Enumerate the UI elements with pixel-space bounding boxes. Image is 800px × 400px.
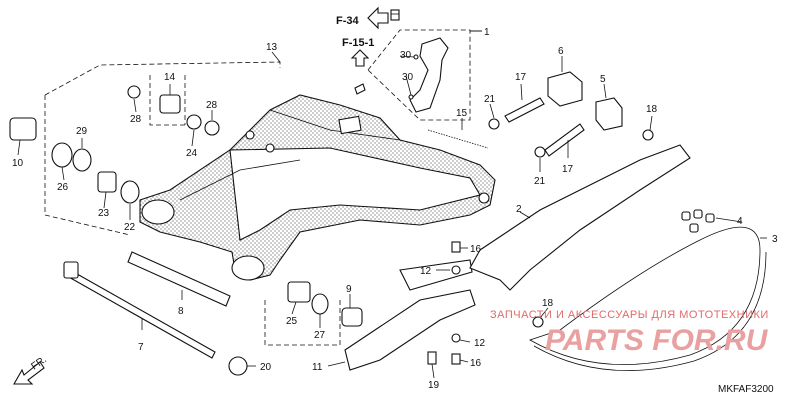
svg-text:ЗАПЧАСТИ И АКСЕССУАРЫ ДЛЯ МОТО: ЗАПЧАСТИ И АКСЕССУАРЫ ДЛЯ МОТОТЕХНИКИ xyxy=(490,309,769,321)
callout-19[interactable]: 19 xyxy=(428,380,440,391)
callout-13[interactable]: 13 xyxy=(266,42,278,53)
adjuster-block-6 xyxy=(547,71,583,107)
callout-23[interactable]: 23 xyxy=(98,208,110,219)
callout-labels: 1 2 3 4 5 6 7 8 9 10 11 12 12 13 14 15 1… xyxy=(12,27,778,391)
group-outline-lower xyxy=(264,300,341,346)
screw-30-upper xyxy=(413,54,419,60)
leader-lines xyxy=(17,30,767,379)
callout-18-upper[interactable]: 18 xyxy=(646,104,658,115)
chain-slider-upper xyxy=(399,259,473,291)
front-direction-indicator: FR. xyxy=(13,354,49,385)
bolt-top-small xyxy=(390,9,400,21)
adjuster-block-5 xyxy=(595,97,623,131)
callout-11[interactable]: 11 xyxy=(312,362,323,373)
callout-1[interactable]: 1 xyxy=(484,27,490,38)
group-outline-left xyxy=(44,95,131,236)
bearing-24 xyxy=(186,114,202,130)
axle-head xyxy=(63,261,79,279)
bolt-18-lower xyxy=(532,316,544,328)
spring-15 xyxy=(427,129,489,149)
bolt-18-upper xyxy=(642,129,654,141)
ref-f34[interactable]: F-34 xyxy=(336,6,389,30)
callout-21-lower[interactable]: 21 xyxy=(534,176,546,187)
callout-25[interactable]: 25 xyxy=(286,316,298,327)
callout-10[interactable]: 10 xyxy=(12,158,24,169)
screw-small xyxy=(354,83,366,95)
callout-2[interactable]: 2 xyxy=(516,204,522,215)
seal-27 xyxy=(311,293,329,315)
bolt-17-lower xyxy=(544,123,585,157)
svg-text:F-34: F-34 xyxy=(336,15,360,27)
callout-21-upper[interactable]: 21 xyxy=(484,94,496,105)
collar-14 xyxy=(159,94,181,114)
callout-24[interactable]: 24 xyxy=(186,148,198,159)
callout-15[interactable]: 15 xyxy=(456,108,468,119)
chain-slider-11 xyxy=(344,289,476,371)
ref-arrow-left-icon xyxy=(367,6,389,30)
washer-12-lower xyxy=(451,333,461,343)
front-arrow-icon xyxy=(13,361,45,385)
bolt-16-lower xyxy=(451,353,461,365)
callout-26[interactable]: 26 xyxy=(57,182,69,193)
group-outline-1 xyxy=(367,29,471,121)
callout-3[interactable]: 3 xyxy=(772,234,778,245)
nut-21-upper xyxy=(488,118,500,130)
seal-28-upper xyxy=(127,85,141,99)
svg-text:PARTS FOR.RU: PARTS FOR.RU xyxy=(545,324,769,357)
callout-7[interactable]: 7 xyxy=(138,342,144,353)
callout-29[interactable]: 29 xyxy=(76,126,88,137)
seal-28-lower xyxy=(204,120,220,136)
callout-9[interactable]: 9 xyxy=(346,284,352,295)
bushing-10 xyxy=(9,117,37,141)
watermark: ЗАПЧАСТИ И АКСЕССУАРЫ ДЛЯ МОТОТЕХНИКИ PA… xyxy=(490,309,769,357)
bolt-17-upper xyxy=(504,97,545,123)
callout-16-lower[interactable]: 16 xyxy=(470,358,482,369)
ref-arrow-up-icon xyxy=(350,49,370,67)
swingarm-13 xyxy=(44,61,496,281)
nut-20 xyxy=(228,356,248,376)
callout-28-upper[interactable]: 28 xyxy=(130,114,142,125)
bolt-16-upper xyxy=(451,241,461,253)
callout-6[interactable]: 6 xyxy=(558,46,564,57)
bearing-25 xyxy=(287,281,311,303)
callout-8[interactable]: 8 xyxy=(178,306,184,317)
screw-30-lower xyxy=(408,94,414,100)
bolt-19 xyxy=(427,351,437,365)
callout-30-upper[interactable]: 30 xyxy=(400,50,412,61)
washer-12-upper xyxy=(451,265,461,275)
callout-12-upper[interactable]: 12 xyxy=(420,266,432,277)
ring-29 xyxy=(72,148,92,172)
callout-12-lower[interactable]: 12 xyxy=(474,338,486,349)
nut-21-lower xyxy=(534,146,546,158)
group-outline-14 xyxy=(149,75,185,126)
chain-joint-4 xyxy=(681,209,715,233)
callout-22[interactable]: 22 xyxy=(124,222,136,233)
ref-f151[interactable]: F-15-1 xyxy=(342,37,374,67)
pivot-pipe-8 xyxy=(127,251,231,307)
callout-30-lower[interactable]: 30 xyxy=(402,72,414,83)
bracket-part-1 xyxy=(409,37,449,113)
callout-17-lower[interactable]: 17 xyxy=(562,164,574,175)
callout-4[interactable]: 4 xyxy=(737,216,743,227)
callout-18-lower[interactable]: 18 xyxy=(542,298,554,309)
seal-26 xyxy=(51,142,73,168)
drive-chain-3 xyxy=(529,226,761,365)
callout-28-lower[interactable]: 28 xyxy=(206,100,218,111)
svg-text:F-15-1: F-15-1 xyxy=(342,37,374,49)
callout-14[interactable]: 14 xyxy=(164,72,176,83)
seal-22 xyxy=(120,180,140,204)
callout-16-upper[interactable]: 16 xyxy=(470,244,482,255)
collar-9 xyxy=(341,307,363,327)
callout-27[interactable]: 27 xyxy=(314,330,326,341)
callout-5[interactable]: 5 xyxy=(600,74,606,85)
diagram-code: MKFAF3200 xyxy=(718,384,774,395)
callout-17-upper[interactable]: 17 xyxy=(515,72,527,83)
callout-20[interactable]: 20 xyxy=(260,362,272,373)
chain-guard-2 xyxy=(469,144,691,291)
bearing-23 xyxy=(97,171,117,193)
